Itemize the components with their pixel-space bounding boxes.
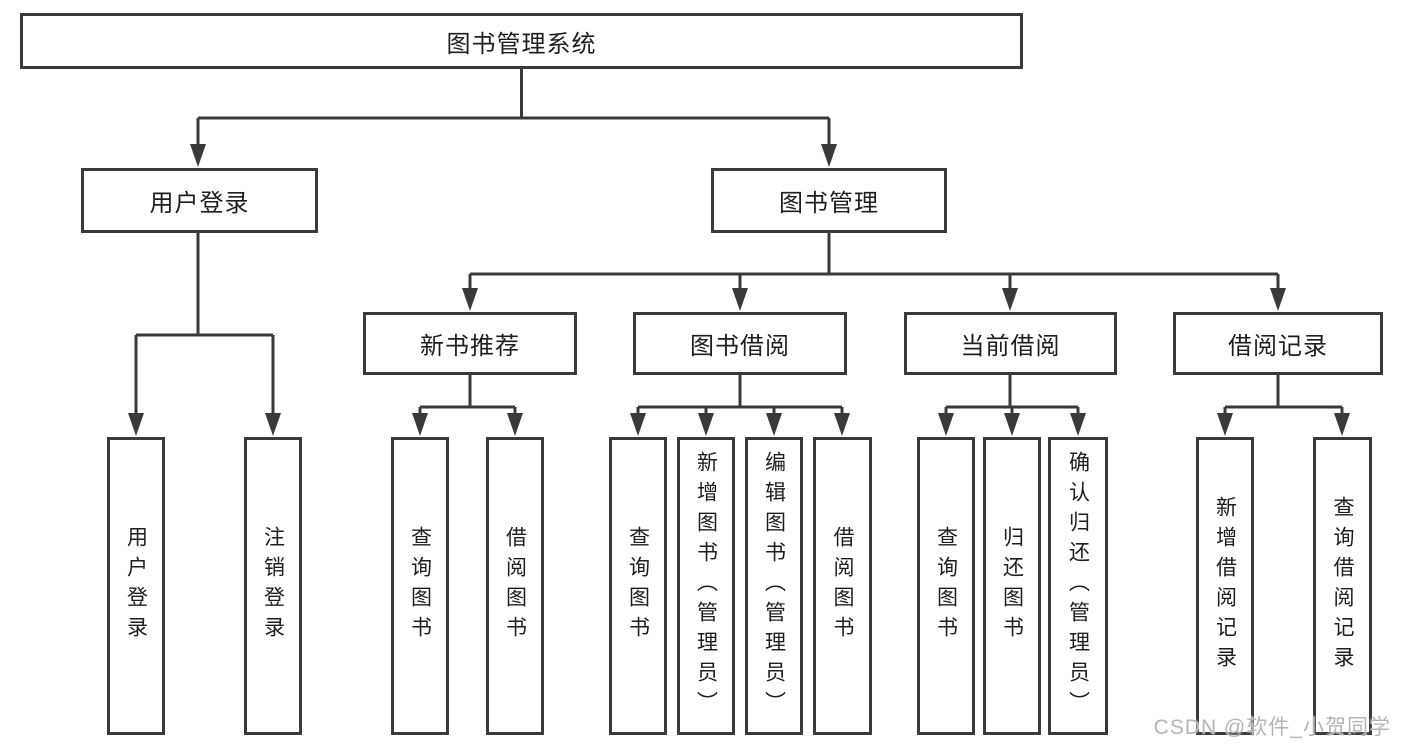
leaf-label: 借阅图书 [831, 526, 854, 646]
node-book-borrowing: 图书借阅 [633, 312, 847, 375]
node-label: 图书借阅 [690, 333, 790, 360]
arrowhead [128, 413, 144, 436]
leaf-label: 确认归还（管理员） [1066, 451, 1090, 721]
leaf-user-login: 用户登录 [107, 437, 165, 735]
arrowhead [834, 413, 850, 436]
arrowhead [732, 288, 748, 311]
node-book-management: 图书管理 [711, 168, 947, 233]
arrowhead [507, 413, 523, 436]
leaf-label: 新增图书（管理员） [694, 451, 718, 721]
node-label: 借阅记录 [1228, 333, 1328, 360]
node-label: 当前借阅 [960, 333, 1061, 360]
node-new-book-recommendation: 新书推荐 [363, 312, 577, 375]
leaf-label: 用户登录 [124, 526, 148, 646]
leaf-add-book-admin: 新增图书（管理员） [677, 437, 735, 735]
arrowhead [821, 144, 837, 167]
leaf-edit-book-admin: 编辑图书（管理员） [745, 437, 803, 735]
node-label: 用户登录 [149, 190, 250, 217]
leaf-logout: 注销登录 [244, 437, 302, 735]
arrowhead [1270, 288, 1286, 311]
leaf-return-book: 归还图书 [983, 437, 1041, 735]
arrowhead [766, 413, 782, 436]
leaf-add-borrow-record: 新增借阅记录 [1196, 437, 1254, 735]
node-user-login: 用户登录 [81, 168, 318, 233]
leaf-label: 编辑图书（管理员） [762, 451, 786, 721]
node-label: 新书推荐 [420, 333, 520, 360]
leaf-confirm-return-admin: 确认归还（管理员） [1048, 437, 1108, 735]
csdn-watermark: CSDN @软件_小贺同学 [1153, 716, 1391, 739]
leaf-label: 借阅图书 [503, 526, 527, 646]
arrowhead [412, 413, 428, 436]
arrowhead [1002, 288, 1018, 311]
node-label: 图书管理系统 [446, 30, 597, 58]
leaf-recommend-borrow-book: 借阅图书 [486, 437, 544, 735]
node-library-management-system: 图书管理系统 [20, 13, 1023, 69]
arrowhead [1217, 413, 1233, 436]
node-current-borrowing: 当前借阅 [904, 312, 1117, 375]
leaf-query-borrow-record: 查询借阅记录 [1313, 437, 1372, 735]
leaf-label: 查询借阅记录 [1331, 496, 1354, 676]
leaf-current-query-book: 查询图书 [917, 437, 975, 735]
leaf-label: 查询图书 [934, 526, 958, 646]
arrowhead [462, 288, 478, 311]
arrowhead [265, 413, 281, 436]
leaf-label: 归还图书 [1000, 526, 1024, 646]
arrowheads [128, 144, 1350, 436]
arrowhead [698, 413, 714, 436]
leaf-borrow-book: 借阅图书 [813, 437, 872, 735]
leaf-recommend-query-book: 查询图书 [391, 437, 449, 735]
arrowhead [1334, 413, 1350, 436]
arrowhead [630, 413, 646, 436]
arrowhead [1004, 413, 1020, 436]
leaf-borrow-query-book: 查询图书 [609, 437, 667, 735]
node-label: 图书管理 [779, 190, 879, 217]
arrowhead [1070, 413, 1086, 436]
arrowhead [938, 413, 954, 436]
leaf-label: 查询图书 [626, 526, 650, 646]
arrowhead [190, 144, 206, 167]
node-borrowing-records: 借阅记录 [1173, 312, 1383, 375]
leaf-label: 查询图书 [408, 526, 432, 646]
leaf-label: 注销登录 [261, 526, 285, 646]
leaf-label: 新增借阅记录 [1213, 496, 1237, 676]
